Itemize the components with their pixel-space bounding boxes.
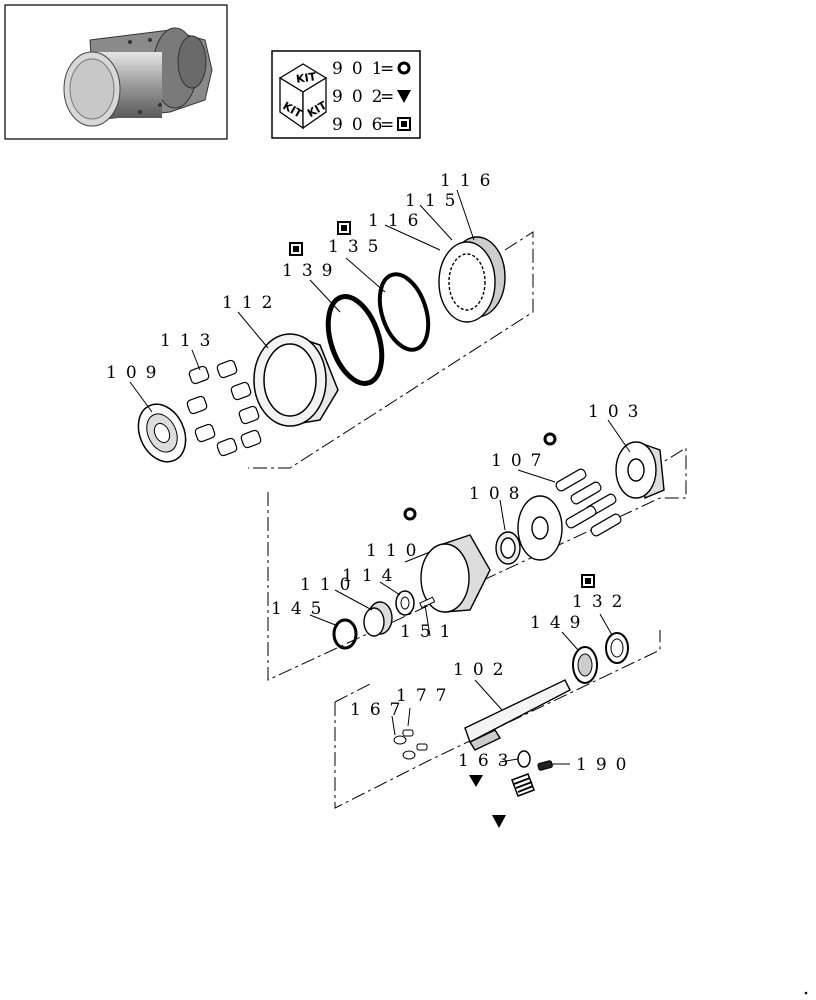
part-135-oring <box>377 272 431 352</box>
part-149-bearing <box>572 646 598 684</box>
part-109-washer <box>137 403 187 463</box>
kit-circle-marker-107 <box>543 432 557 446</box>
label-115: 115 <box>405 191 464 211</box>
part-145-snap-ring <box>332 618 358 650</box>
label-167: 167 <box>350 700 409 720</box>
thumbnail-frame <box>4 4 228 140</box>
label-112: 112 <box>222 293 281 313</box>
label-190: 190 <box>576 755 635 775</box>
motor-thumbnail-image <box>63 27 213 127</box>
label-177: 177 <box>396 686 455 706</box>
part-103-cover <box>615 441 665 500</box>
kit-square-marker-139 <box>289 242 303 256</box>
part-112-piston <box>253 333 339 427</box>
label-163: 163 <box>458 751 517 771</box>
part-139-oring <box>325 294 385 386</box>
part-190-plug <box>537 760 553 771</box>
label-135: 135 <box>328 237 387 257</box>
triangle-down-icon <box>397 90 411 103</box>
circle-icon <box>397 61 411 75</box>
label-109: 109 <box>106 363 165 383</box>
part-108-plate <box>517 495 563 561</box>
kit-triangle-marker-163 <box>469 775 483 787</box>
label-151: 151 <box>400 622 459 642</box>
label-103: 103 <box>588 402 647 422</box>
svg-text:=: = <box>380 115 394 135</box>
part-114-washer <box>395 590 415 616</box>
label-108: 108 <box>469 484 528 504</box>
part-110-cylinder-block <box>420 534 491 613</box>
part-151-pin <box>419 596 436 609</box>
kit-square-marker-135 <box>337 221 351 235</box>
part-116-disc-pack <box>438 236 506 323</box>
label-107: 107 <box>491 451 550 471</box>
label-110-upper: 110 <box>366 541 425 561</box>
part-132-seal <box>605 632 629 664</box>
kit-square-marker-132 <box>581 574 595 588</box>
kit-code-906: 906 <box>332 115 391 135</box>
label-139: 139 <box>282 261 341 281</box>
label-132: 132 <box>572 592 631 612</box>
part-167-pin <box>393 735 416 760</box>
label-110-lower: 110 <box>300 575 359 595</box>
label-113: 113 <box>160 331 219 351</box>
part-102-shaft <box>464 679 571 751</box>
label-145: 145 <box>271 599 330 619</box>
part-107-pistons <box>555 468 622 537</box>
part-177-pin <box>402 729 428 751</box>
label-114: 114 <box>342 566 401 586</box>
label-116-top: 116 <box>440 171 499 191</box>
label-149: 149 <box>530 613 589 633</box>
assembly-boundary-lines <box>248 231 687 809</box>
kit-circle-marker-110 <box>403 507 417 521</box>
label-102: 102 <box>453 660 512 680</box>
kit-triangle-marker-nut <box>492 815 506 828</box>
label-116-mid: 116 <box>368 211 427 231</box>
svg-text:=: = <box>380 87 394 107</box>
square-icon <box>397 117 411 131</box>
kit-legend: KIT KIT KIT 901 = 902 = 906 = <box>271 50 421 139</box>
part-113-springs <box>186 359 262 457</box>
part-163-ring <box>517 750 531 768</box>
spring-coil-part <box>511 773 535 797</box>
kit-cube-label-top: KIT <box>295 70 317 86</box>
part-110-bushing <box>363 601 393 637</box>
corner-dot <box>804 991 808 995</box>
kit-code-902: 902 <box>332 87 391 107</box>
kit-code-901: 901 <box>332 59 391 79</box>
svg-text:=: = <box>380 59 394 79</box>
leader-lines <box>129 189 631 765</box>
part-110-collar <box>495 531 521 565</box>
